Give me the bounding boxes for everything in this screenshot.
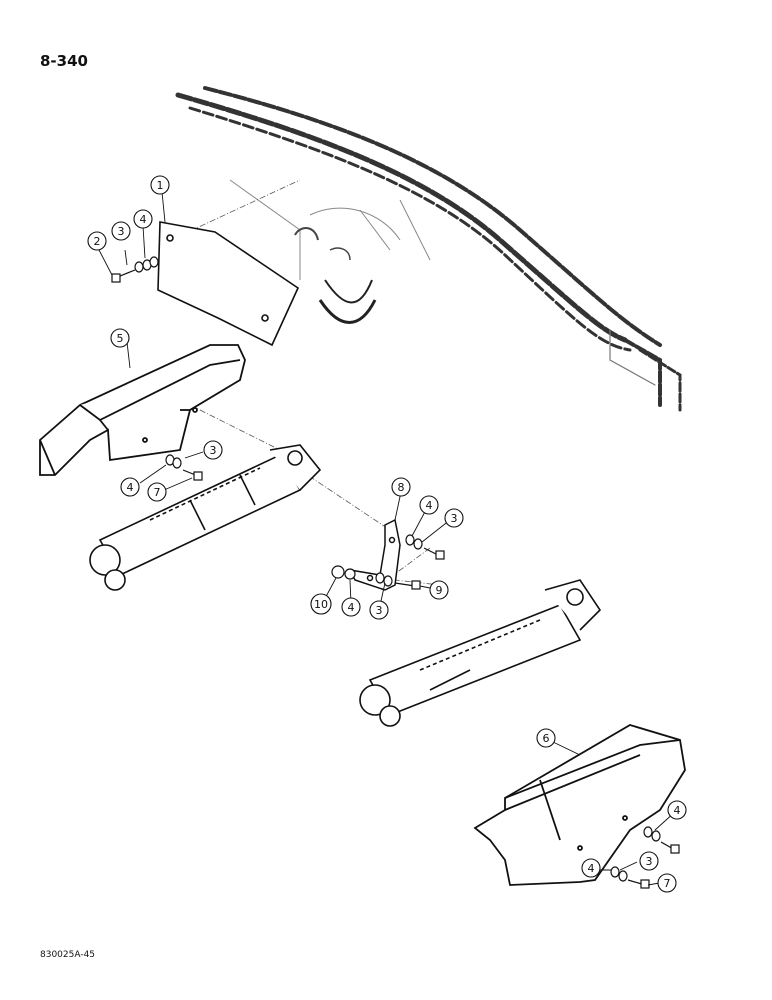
cylinder-guard-right <box>473 724 686 886</box>
callout-bubble <box>147 482 167 502</box>
callout-label-washer: 4 <box>140 213 147 226</box>
callout-label-bolt: 7 <box>664 877 671 890</box>
callout-bubble <box>419 495 439 515</box>
callout-label-bolt: 2 <box>94 235 101 248</box>
callout-bubble <box>657 873 677 893</box>
callout-bubble <box>310 593 332 615</box>
callout-bubble <box>110 328 130 348</box>
callout-label-nut: 10 <box>314 598 328 611</box>
phantom-frame <box>229 179 431 324</box>
callout-bubble <box>667 800 687 820</box>
hardware-6 <box>610 826 680 889</box>
callout-bubble <box>111 221 131 241</box>
washers-3-4 <box>134 256 159 273</box>
callout-label-shield-plate: 1 <box>157 179 164 192</box>
callout-bubble <box>369 600 389 620</box>
callout-bubble <box>150 175 170 195</box>
hydraulic-cylinder-upper <box>89 444 322 591</box>
callout-label-washer: 3 <box>451 512 458 525</box>
callout-label-washer: 3 <box>118 225 125 238</box>
callout-bubble <box>341 597 361 617</box>
callout-bubble <box>639 851 659 871</box>
callout-label-washer: 4 <box>127 481 134 494</box>
callout-bubble <box>133 209 153 229</box>
bracket-8 <box>348 518 401 591</box>
callout-label-cylinder-guard-right: 6 <box>543 732 550 745</box>
callout-bubble <box>203 440 223 460</box>
bolt-2 <box>111 269 136 283</box>
callout-label-bolt: 7 <box>154 486 161 499</box>
callout-label-bolt: 9 <box>436 584 443 597</box>
callout-label-washer: 3 <box>376 604 383 617</box>
hydraulic-cylinder-lower <box>359 579 602 727</box>
hardware-8 <box>331 534 445 590</box>
figure-code: 830025A-45 <box>40 950 96 960</box>
callout-label-washer: 4 <box>348 601 355 614</box>
shield-plate <box>157 221 300 347</box>
callout-label-washer: 4 <box>426 499 433 512</box>
callout-label-washer: 4 <box>674 804 681 817</box>
callout-bubble <box>87 231 107 251</box>
callout-bubble <box>581 858 601 878</box>
callout-label-cylinder-guard-left: 5 <box>117 332 124 345</box>
hydraulic-hoses <box>175 86 682 412</box>
callout-bubble <box>391 477 411 497</box>
callout-bubble <box>536 728 556 748</box>
callout-leaders <box>97 191 676 886</box>
callout-bubble <box>120 477 140 497</box>
callout-label-washer: 3 <box>210 444 217 457</box>
callout-bubble <box>429 580 449 600</box>
callout-label-bracket: 8 <box>398 481 405 494</box>
cylinder-guard-left <box>39 344 246 476</box>
callout-label-washer: 3 <box>646 855 653 868</box>
page-number: 8-340 <box>40 52 88 70</box>
callout-label-washer: 4 <box>588 862 595 875</box>
hardware-5 <box>165 454 203 481</box>
callout-bubble <box>444 508 464 528</box>
